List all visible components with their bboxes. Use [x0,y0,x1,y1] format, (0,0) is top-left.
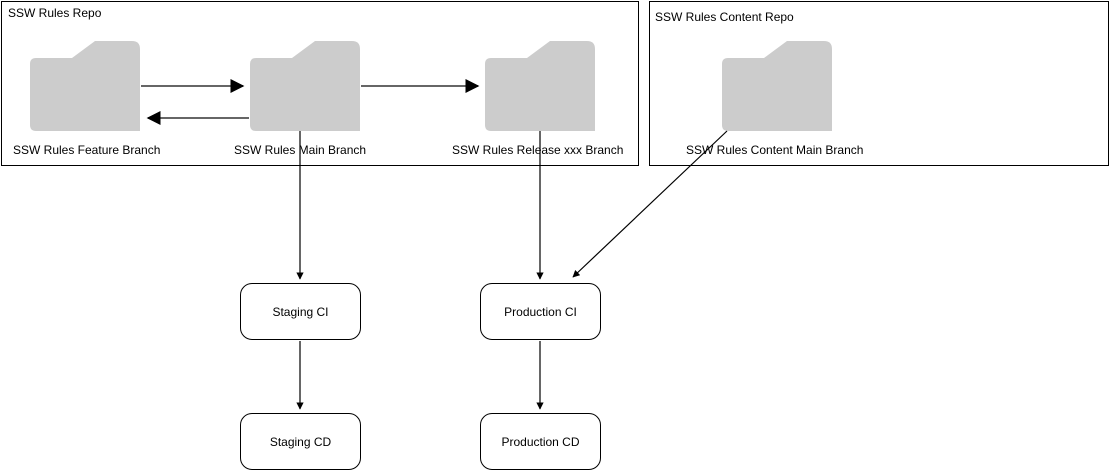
node-staging-cd[interactable]: Staging CD [240,413,361,470]
folder-caption-feature-branch: SSW Rules Feature Branch [13,143,161,157]
folder-icon-release-branch [485,41,595,131]
container-title-ssw-rules-repo: SSW Rules Repo [8,6,102,20]
node-production-ci[interactable]: Production CI [480,283,601,340]
container-ssw-rules-content-repo [649,1,1109,166]
folder-caption-content-main-branch: SSW Rules Content Main Branch [686,143,864,157]
folder-icon-feature-branch [30,41,140,131]
node-production-cd[interactable]: Production CD [480,413,601,470]
folder-caption-main-branch: SSW Rules Main Branch [234,143,367,157]
node-staging-ci[interactable]: Staging CI [240,283,361,340]
container-ssw-rules-repo [1,1,639,166]
folder-icon-content-main-branch [722,41,832,131]
container-title-ssw-rules-content-repo: SSW Rules Content Repo [655,10,794,24]
folder-caption-release-branch: SSW Rules Release xxx Branch [452,143,624,157]
connector-content-main-to-production-ci [572,130,728,278]
folder-icon-main-branch [250,41,360,131]
